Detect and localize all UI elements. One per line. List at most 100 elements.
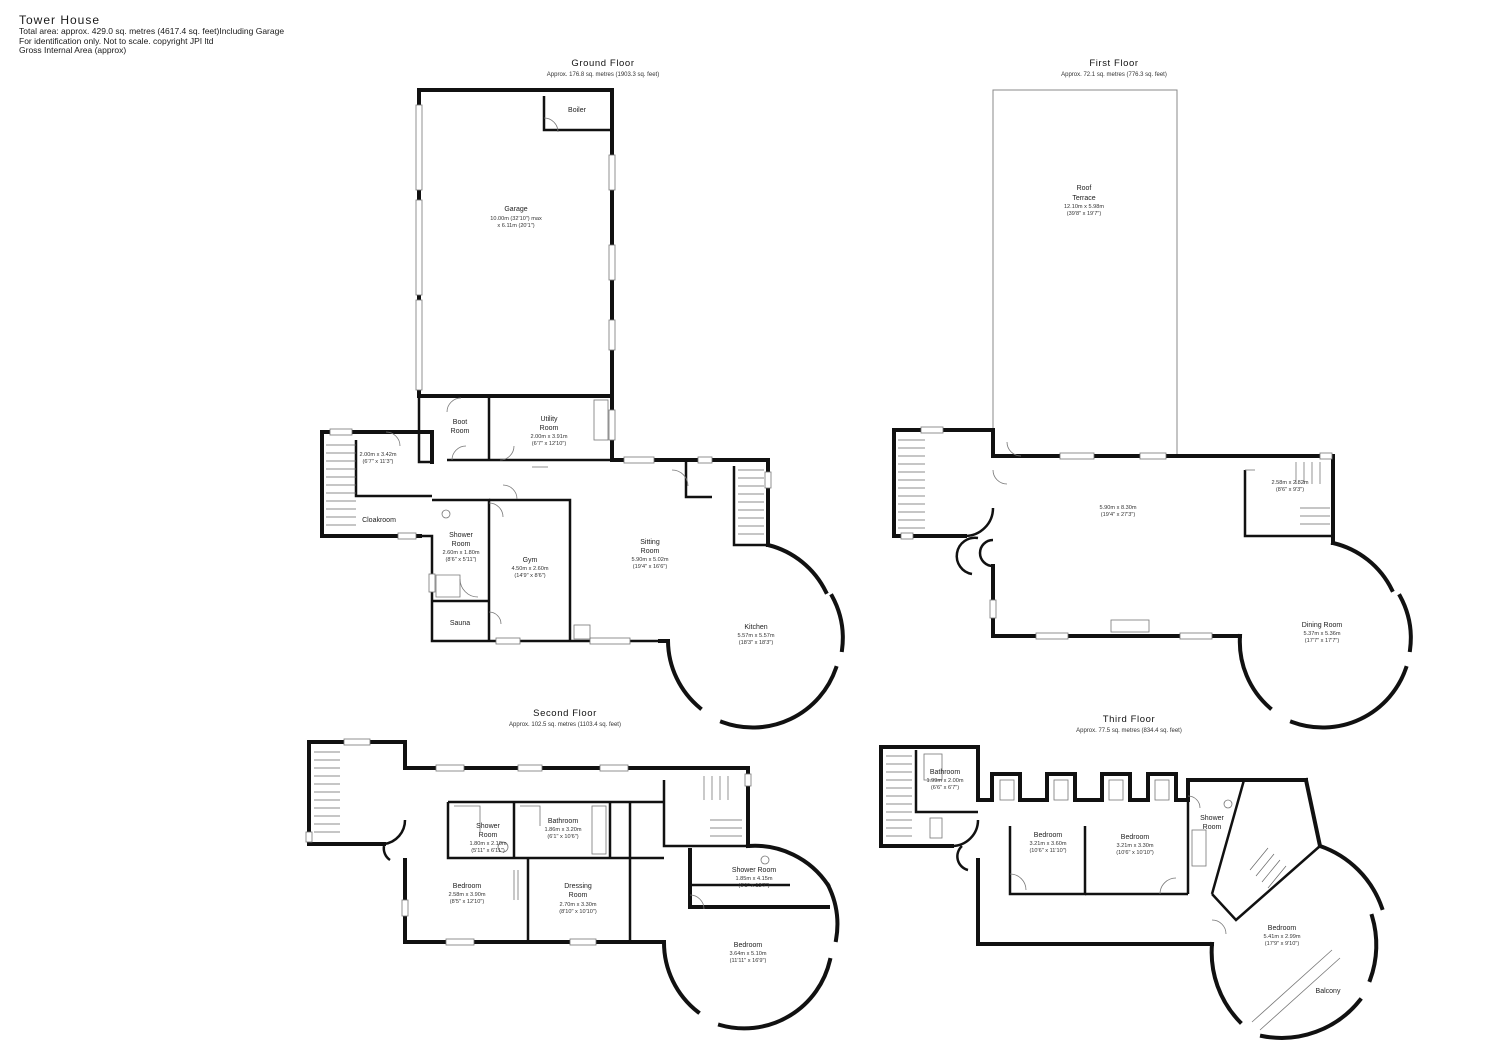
dim-dressing-1: 2.70m x 3.30m xyxy=(560,902,597,908)
label-sitting-2: Room xyxy=(641,548,660,555)
dim-bedroom-1a: 3.21m x 3.60m xyxy=(1030,841,1067,847)
dim-roof-2: (39'8" x 19'7") xyxy=(1067,211,1102,217)
label-bathroom: Bathroom xyxy=(930,769,961,776)
dim-shower-2: (8'6" x 5'11") xyxy=(446,557,477,563)
first-floor-walls xyxy=(892,426,1413,730)
dim-bedroom-2a: 3.64m x 5.10m xyxy=(730,951,767,957)
sitting-kitchen-walls xyxy=(532,456,845,730)
dim-shower-2: (5'11" x 6'11") xyxy=(471,848,505,854)
label-boiler: Boiler xyxy=(568,107,587,114)
property-title: Tower House xyxy=(19,13,101,27)
dim-landing-1: 2.58m x 2.82m xyxy=(1272,480,1309,486)
label-shower-2: Room xyxy=(1203,824,1222,831)
dim-shower-room-2a: 1.85m x 4.15m xyxy=(736,876,773,882)
dim-bathroom-1: 1.86m x 3.20m xyxy=(545,827,582,833)
label-bedroom-2: Bedroom xyxy=(1121,834,1150,841)
second-floor-title: Second Floor xyxy=(533,708,597,719)
dim-bedroom-2b: (10'6" x 10'10") xyxy=(1116,850,1154,856)
dim-bedroom-3a: 5.41m x 2.99m xyxy=(1264,934,1301,940)
label-shower-room-2: Shower Room xyxy=(732,867,777,874)
first-floor-plan: First Floor Approx. 72.1 sq. metres (776… xyxy=(892,58,1413,730)
boot-utility-walls xyxy=(417,396,612,464)
second-floor-walls xyxy=(305,738,840,1031)
dim-bedroom-1a: 2.58m x 3.90m xyxy=(449,892,486,898)
label-balcony: Balcony xyxy=(1316,988,1341,995)
dim-dressing-2: (8'10" x 10'10") xyxy=(559,909,597,915)
label-dressing-2: Room xyxy=(569,892,588,899)
dim-kitchen-2: (18'3" x 18'3") xyxy=(739,640,774,646)
label-cloakroom: Cloakroom xyxy=(362,517,396,524)
dim-shower-1: 2.60m x 1.80m xyxy=(443,550,480,556)
dim-main-1: 5.90m x 8.30m xyxy=(1100,505,1137,511)
dim-hall-1: 2.00m x 3.42m xyxy=(360,452,397,458)
second-floor-plan: Second Floor Approx. 102.5 sq. metres (1… xyxy=(305,708,840,1031)
third-floor-walls xyxy=(879,745,1385,1040)
label-shower-2: Room xyxy=(479,832,498,839)
dim-bedroom-2b: (11'11" x 16'9") xyxy=(730,958,767,964)
ground-hall-walls xyxy=(320,428,434,540)
label-bedroom-3: Bedroom xyxy=(1268,925,1297,932)
third-floor-area: Approx. 77.5 sq. metres (834.4 sq. feet) xyxy=(1076,728,1182,734)
dim-sitting-1: 5.90m x 5.02m xyxy=(632,557,669,563)
total-area: Total area: approx. 429.0 sq. metres (46… xyxy=(19,26,285,37)
dim-bathroom-2: (6'1" x 10'6") xyxy=(547,834,578,840)
label-boot-room-1: Boot xyxy=(453,419,467,426)
garage-walls xyxy=(415,88,616,460)
label-garage: Garage xyxy=(504,206,527,213)
label-bedroom-1: Bedroom xyxy=(453,883,482,890)
label-roof-2: Terrace xyxy=(1072,195,1095,202)
first-floor-labels: Roof Terrace 12.10m x 5.98m (39'8" x 19'… xyxy=(1064,185,1342,644)
label-roof-1: Roof xyxy=(1077,185,1092,192)
disclaimer: For identification only. Not to scale. c… xyxy=(19,35,214,46)
dim-main-2: (19'4" x 27'3") xyxy=(1101,512,1136,518)
label-dining: Dining Room xyxy=(1302,622,1343,629)
third-floor-title: Third Floor xyxy=(1103,714,1156,725)
label-utility-1: Utility xyxy=(540,416,558,423)
dim-sitting-2: (19'4" x 16'6") xyxy=(633,564,668,570)
dim-bathroom-1: 1.99m x 2.00m xyxy=(927,778,964,784)
dim-utility-1: 2.00m x 3.91m xyxy=(531,434,568,440)
label-shower-1: Shower xyxy=(449,532,473,539)
dim-bathroom-2: (6'6" x 6'7") xyxy=(931,785,959,791)
label-dressing-1: Dressing xyxy=(564,883,592,890)
label-sitting-1: Sitting xyxy=(640,539,660,546)
third-floor-plan: Third Floor Approx. 77.5 sq. metres (834… xyxy=(879,714,1385,1040)
label-shower-1: Shower xyxy=(1200,815,1224,822)
second-floor-labels: Shower Room 1.80m x 2.10m (5'11" x 6'11"… xyxy=(449,818,777,964)
dim-roof-1: 12.10m x 5.98m xyxy=(1064,204,1104,210)
dim-bedroom-1b: (10'6" x 11'10") xyxy=(1029,848,1066,854)
label-utility-2: Room xyxy=(540,425,559,432)
dim-shower-room-2b: (6'1" x 13'7") xyxy=(738,883,769,889)
dim-shower-1: 1.80m x 2.10m xyxy=(470,841,507,847)
label-bedroom-2: Bedroom xyxy=(734,942,763,949)
dim-hall-2: (6'7" x 11'3") xyxy=(363,459,394,465)
dim-dining-2: (17'7" x 17'7") xyxy=(1305,638,1340,644)
label-boot-room-2: Room xyxy=(451,428,470,435)
ground-floor-labels: Boiler Garage 10.00m (32'10") max x 6.11… xyxy=(360,107,775,646)
dim-landing-2: (8'6" x 9'3") xyxy=(1276,487,1304,493)
label-bathroom: Bathroom xyxy=(548,818,579,825)
gross-internal-area: Gross Internal Area (approx) xyxy=(19,44,127,55)
dim-bedroom-2a: 3.21m x 3.30m xyxy=(1117,843,1154,849)
label-shower-2: Room xyxy=(452,541,471,548)
header: Tower House Total area: approx. 429.0 sq… xyxy=(19,13,285,55)
dim-gym-1: 4.50m x 2.60m xyxy=(512,566,549,572)
first-floor-area: Approx. 72.1 sq. metres (776.3 sq. feet) xyxy=(1061,72,1167,78)
label-shower-1: Shower xyxy=(476,823,500,830)
ground-wet-rooms xyxy=(420,484,660,645)
dim-dining-1: 5.37m x 5.36m xyxy=(1304,631,1341,637)
label-kitchen: Kitchen xyxy=(744,624,767,631)
ground-floor-area: Approx. 176.8 sq. metres (1903.3 sq. fee… xyxy=(547,72,659,78)
roof-terrace-outline xyxy=(992,89,1178,456)
label-sauna: Sauna xyxy=(450,620,470,627)
label-bedroom-1: Bedroom xyxy=(1034,832,1063,839)
second-floor-area: Approx. 102.5 sq. metres (1103.4 sq. fee… xyxy=(509,722,621,728)
dim-bedroom-3b: (17'9" x 9'10") xyxy=(1265,941,1300,947)
third-floor-labels: Bathroom 1.99m x 2.00m (6'6" x 6'7") Bed… xyxy=(927,769,1341,995)
dim-garage-2: x 6.11m (20'1") xyxy=(497,223,534,229)
dim-gym-2: (14'9" x 8'6") xyxy=(514,573,545,579)
dim-utility-2: (6'7" x 12'10") xyxy=(532,441,567,447)
dim-kitchen-1: 5.57m x 5.57m xyxy=(738,633,775,639)
dim-bedroom-1b: (8'5" x 12'10") xyxy=(450,899,485,905)
